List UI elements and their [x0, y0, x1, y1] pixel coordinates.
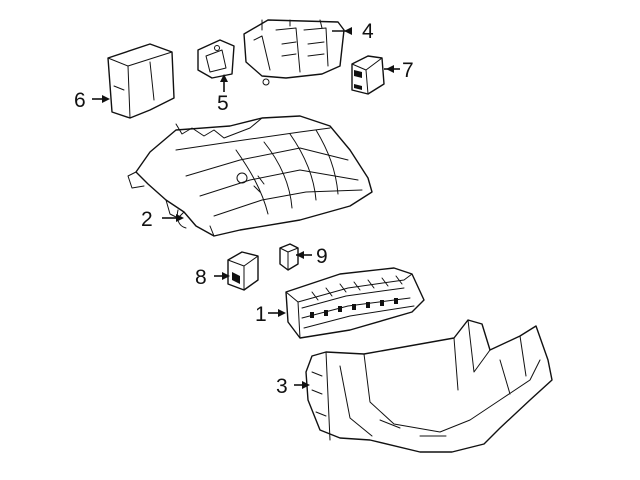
callout-arrow-1 — [268, 309, 286, 317]
part-3-lower-housing — [305, 319, 553, 453]
callout-number-2: 2 — [141, 208, 153, 231]
part-8-relay — [227, 251, 259, 291]
part-9-small-relay — [279, 243, 299, 271]
part-7-connector — [351, 55, 385, 95]
callout-number-6: 6 — [74, 89, 86, 112]
callout-arrow-6 — [92, 95, 110, 103]
callout-arrow-5 — [220, 74, 228, 92]
callout-number-7: 7 — [402, 59, 414, 82]
callout-arrow-4 — [332, 27, 352, 35]
callout-arrow-7 — [384, 65, 400, 73]
callout-number-5: 5 — [217, 92, 229, 115]
callout-arrows — [92, 27, 400, 389]
callout-arrow-3 — [294, 381, 310, 389]
part-2-upper-cover — [127, 115, 373, 237]
callout-number-1: 1 — [255, 303, 267, 326]
callout-arrow-8 — [214, 272, 230, 280]
part-5-bracket — [197, 39, 235, 79]
callout-number-8: 8 — [195, 266, 207, 289]
callout-number-9: 9 — [316, 245, 328, 268]
callout-arrow-2 — [162, 214, 184, 222]
part-1-fuse-block — [285, 267, 425, 339]
callout-arrow-9 — [296, 251, 312, 259]
part-6-cover-cap — [107, 43, 175, 119]
callout-number-4: 4 — [362, 20, 374, 43]
callout-number-3: 3 — [276, 375, 288, 398]
part-4-relay-bracket — [243, 19, 345, 86]
